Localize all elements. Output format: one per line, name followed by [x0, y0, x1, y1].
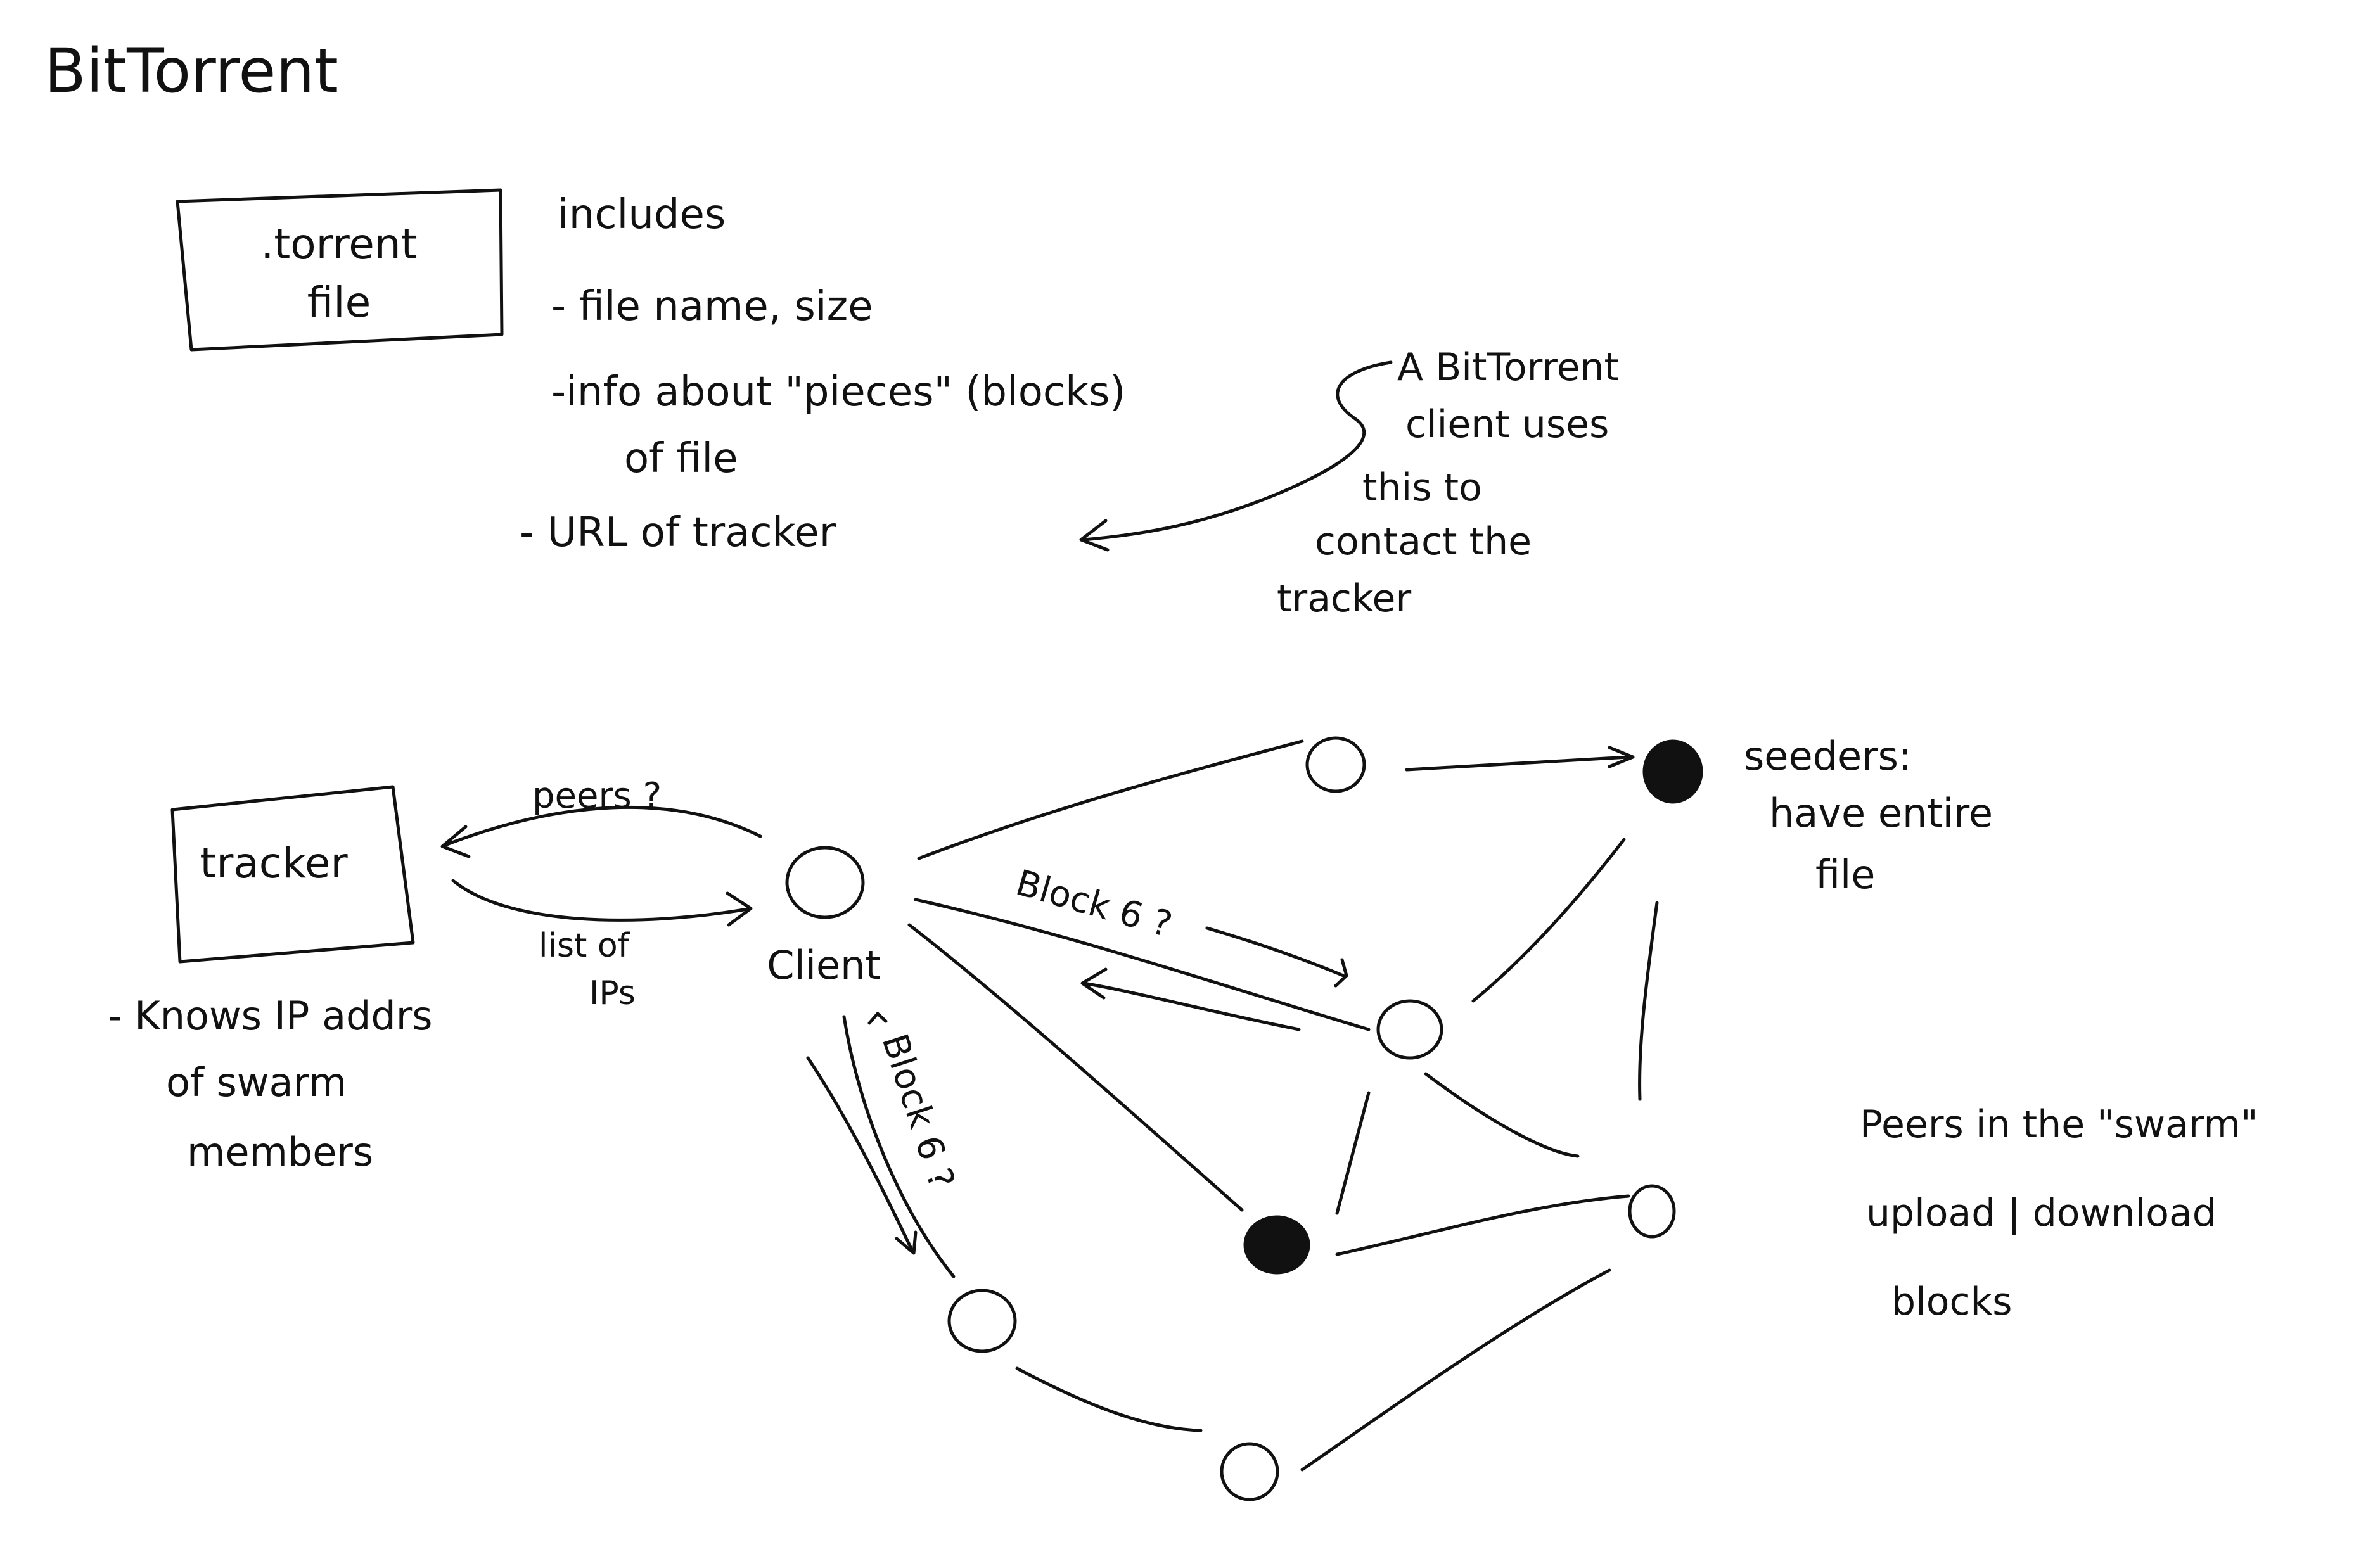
peers-query-arrow — [442, 805, 762, 848]
ip-list-arrowhead — [726, 891, 753, 927]
tracker-note-line3: members — [187, 1129, 373, 1175]
link-middle-peer-right-peer — [1424, 1072, 1580, 1158]
link-client-seeder-middle — [907, 923, 1244, 1212]
torrent-file-box: .torrent file — [176, 188, 504, 352]
swarm-nodes: Client — [767, 736, 1703, 1501]
link-lower-left-bottom — [1015, 1366, 1203, 1432]
block-request-down-tick — [867, 1012, 888, 1025]
link-middle-peer-seeder-middle — [1335, 1091, 1371, 1215]
swarm-note-line3: blocks — [1891, 1280, 2012, 1324]
client-note-line3: this to — [1362, 466, 1482, 510]
peer-node-bottom — [1220, 1442, 1279, 1501]
torrent-file-label-line1: .torrent — [260, 220, 417, 269]
block-response-down-arrowhead — [895, 1230, 918, 1255]
peer-node-lower-left — [947, 1289, 1017, 1353]
swarm-note-line2: upload | download — [1866, 1191, 2217, 1235]
includes-item-file-name-size: - file name, size — [551, 283, 873, 330]
includes-heading: includes — [558, 191, 726, 238]
ip-list-label-line2: IPs — [589, 974, 636, 1012]
tracker-box: tracker — [170, 785, 415, 964]
block-request-right-label: Block 6 ? — [1011, 862, 1177, 946]
client-note-line4: contact the — [1315, 519, 1532, 564]
block-request-right-arrowhead — [1334, 958, 1348, 988]
seeders-note: seeders: have entire file — [1744, 733, 1993, 898]
link-top-seeder — [1405, 755, 1630, 772]
block-response-right-arrowhead — [1080, 967, 1108, 1000]
peer-node-middle — [1376, 999, 1443, 1060]
block-response-right-arrow — [1082, 981, 1301, 1031]
note-arrowhead — [1079, 519, 1110, 552]
note-curly-arrow — [1082, 360, 1393, 542]
page-title: BitTorrent — [44, 35, 338, 106]
seeders-note-line1: seeders: — [1744, 733, 1912, 779]
swarm-links — [907, 739, 1659, 1472]
swarm-note-line1: Peers in the "swarm" — [1860, 1102, 2258, 1147]
tracker-note-line1: - Knows IP addrs — [108, 993, 433, 1039]
peer-node-top — [1305, 736, 1366, 793]
link-client-top — [917, 739, 1304, 860]
client-note-line1: A BitTorrent — [1397, 345, 1619, 390]
client-label: Client — [767, 942, 881, 988]
tracker-label: tracker — [200, 839, 348, 888]
includes-list: includes - file name, size -info about "… — [520, 191, 1125, 556]
block-request-down: Block 6 ? — [806, 1012, 963, 1278]
ip-list-label-line1: list of — [539, 927, 630, 965]
block-request-down-label: Block 6 ? — [874, 1029, 963, 1194]
block-request-down-arrow — [842, 1015, 956, 1278]
ip-list-arrow — [451, 879, 750, 922]
seeders-note-line2: have entire — [1769, 790, 1993, 836]
block-response-down-arrow — [806, 1056, 914, 1253]
client-note-line5: tracker — [1277, 576, 1411, 621]
block-request-right-arrow — [1205, 926, 1345, 978]
tracker-client-exchange: peers ? list of IPs — [440, 775, 762, 1012]
torrent-file-label-line2: file — [307, 278, 371, 327]
link-seeder-middle-right-peer — [1335, 1194, 1630, 1256]
client-node — [785, 846, 865, 919]
client-uses-tracker-note: A BitTorrent client uses this to contact… — [1079, 345, 1619, 621]
seeders-note-line3: file — [1815, 851, 1875, 898]
link-top-seeder-arrowhead — [1608, 746, 1635, 768]
block-request-right: Block 6 ? — [1011, 862, 1348, 1031]
client-note-line2: client uses — [1405, 402, 1609, 447]
seeder-node-middle — [1243, 1215, 1310, 1275]
tracker-note: - Knows IP addrs of swarm members — [108, 993, 433, 1175]
peers-query-arrowhead — [440, 825, 471, 858]
link-seeder-middle-peer — [1471, 838, 1626, 1003]
peers-query-label: peers ? — [532, 775, 662, 817]
includes-item-pieces: -info about "pieces" (blocks) — [551, 369, 1125, 416]
tracker-note-line2: of swarm — [166, 1059, 347, 1105]
link-bottom-right — [1300, 1268, 1611, 1472]
link-client-middle-peer — [914, 898, 1371, 1031]
includes-item-pieces-cont: of file — [624, 435, 738, 482]
seeder-node-top — [1642, 739, 1703, 804]
swarm-note: Peers in the "swarm" upload | download b… — [1860, 1102, 2258, 1324]
link-seeder-right-peer — [1638, 901, 1659, 1101]
includes-item-url-of-tracker: - URL of tracker — [520, 509, 836, 556]
peer-node-right — [1628, 1184, 1676, 1239]
